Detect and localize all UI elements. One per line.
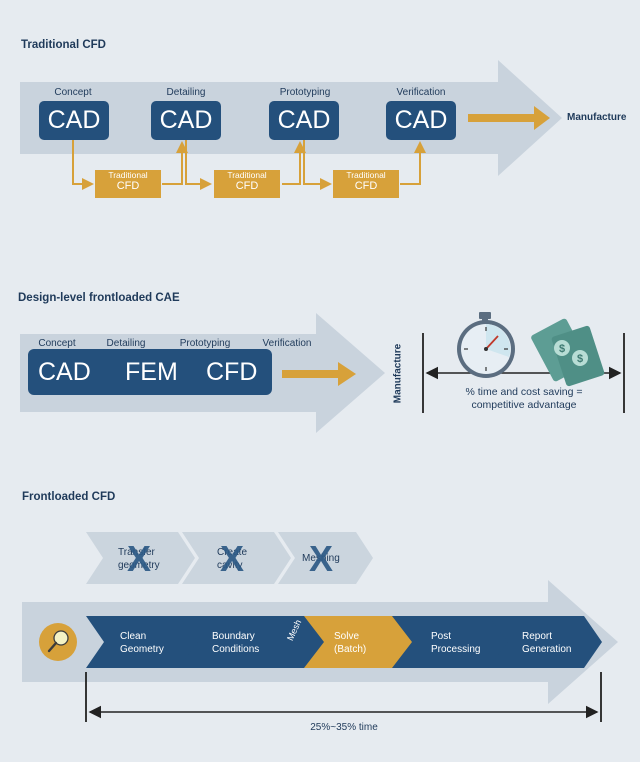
advantage-line-2: competitive advantage [471, 399, 577, 411]
cae-stage-prototyping: Prototyping [179, 338, 231, 349]
advantage-line-1: % time and cost saving = [465, 386, 583, 398]
removed-step-line1: Transfer [118, 547, 155, 558]
cae-box-fem: FEM [125, 358, 178, 386]
magnifier-icon [39, 623, 77, 661]
cae-box-cfd: CFD [206, 358, 258, 386]
step-line1: Report [522, 631, 553, 642]
traditional-connectors [72, 140, 426, 190]
removed-step-create-cavity: Create cavity [217, 546, 247, 572]
removed-step-line2: geometry [118, 560, 160, 571]
step-boundary-conditions: Boundary Conditions [212, 630, 259, 656]
traditional-flow-arrow [468, 106, 550, 130]
removed-step-meshing: Meshing [302, 552, 340, 565]
traditional-cfd-box-bottom: CFD [354, 180, 378, 192]
stopwatch-icon [457, 312, 515, 378]
removed-x-mark-2: X [220, 538, 245, 579]
traditional-cfd-box-1: Traditional CFD [95, 170, 161, 198]
step-report-generation: Report Generation [522, 630, 571, 656]
stage-label-prototyping: Prototyping [279, 87, 331, 98]
cae-flow-arrow [282, 362, 356, 386]
svg-text:$: $ [559, 343, 565, 355]
step-line1: Boundary [212, 631, 255, 642]
cae-tool-bar [28, 349, 272, 395]
traditional-cfd-box-bottom: CFD [116, 180, 140, 192]
cae-title: Design-level frontloaded CAE [18, 292, 180, 304]
removed-step-line1: Create [217, 547, 248, 558]
cad-box-detailing: CAD [151, 101, 221, 140]
step-solve-batch: Solve (Batch) [334, 630, 366, 656]
removed-steps [86, 532, 373, 584]
removed-step-line1: Meshing [302, 553, 340, 564]
frontloaded-steps [86, 616, 602, 668]
traditional-cfd-box-top: Traditional [346, 170, 386, 180]
traditional-cfd-box-top: Traditional [227, 170, 267, 180]
traditional-manufacture-label: Manufacture [567, 112, 627, 123]
removed-x-mark-1: X [127, 538, 152, 579]
money-icon: $ $ [531, 318, 605, 387]
cad-box-prototyping: CAD [269, 101, 339, 140]
cae-stage-verification: Verification [262, 338, 312, 349]
stage-label-detailing: Detailing [166, 87, 206, 98]
removed-step-line2: cavity [217, 560, 243, 571]
cad-box-concept: CAD [39, 101, 109, 140]
step-line2: Processing [431, 644, 481, 655]
time-label: 25%~35% time [310, 722, 378, 733]
step-line2: Generation [522, 644, 572, 655]
step-line1: Solve [334, 631, 360, 642]
cae-manufacture-label: Manufacture [392, 343, 404, 404]
step-line2: (Batch) [334, 644, 367, 655]
step-clean-geometry: Clean Geometry [120, 630, 164, 656]
cae-box-cad: CAD [38, 358, 91, 386]
cae-stage-detailing: Detailing [106, 338, 146, 349]
cad-box-verification: CAD [386, 101, 456, 140]
stage-label-concept: Concept [54, 87, 92, 98]
removed-x-mark-3: X [309, 538, 334, 579]
cae-stage-concept: Concept [38, 338, 76, 349]
step-line2: Conditions [212, 644, 260, 655]
step-line1: Post [431, 631, 452, 642]
step-line1: Clean [120, 631, 147, 642]
traditional-title: Traditional CFD [21, 39, 106, 51]
stage-label-verification: Verification [396, 87, 446, 98]
step-line2: Geometry [120, 644, 164, 655]
step-post-processing: Post Processing [431, 630, 480, 656]
svg-text:$: $ [577, 353, 583, 365]
frontloaded-title: Frontloaded CFD [22, 491, 116, 503]
traditional-cfd-box-bottom: CFD [235, 180, 259, 192]
traditional-cfd-box-2: Traditional CFD [214, 170, 280, 198]
traditional-cfd-box-top: Traditional [108, 170, 148, 180]
removed-step-transfer-geometry: Transfer geometry [118, 546, 160, 572]
traditional-cfd-box-3: Traditional CFD [333, 170, 399, 198]
